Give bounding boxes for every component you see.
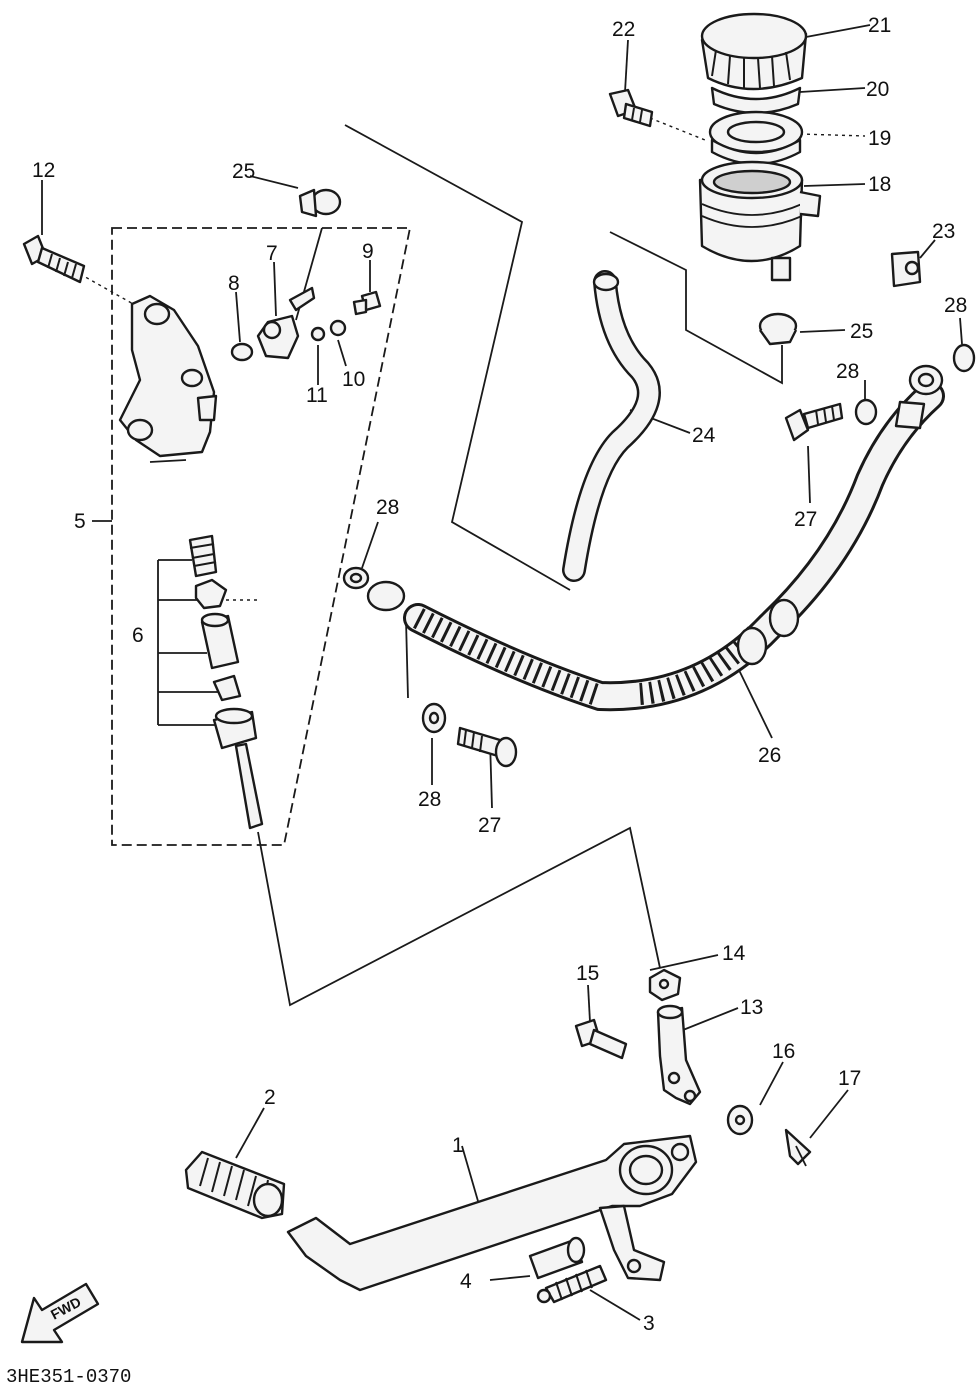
reservoir-tank-18 — [698, 160, 822, 282]
callout-16: 16 — [772, 1040, 795, 1063]
clip-23 — [890, 250, 922, 288]
cable-routing-outline-right — [609, 231, 783, 385]
pedal-rubber-2 — [184, 1150, 286, 1220]
bushing-4 — [528, 1236, 586, 1280]
callout-24: 24 — [692, 424, 716, 447]
brake-hose-26 — [366, 364, 945, 712]
callout-11: 11 — [306, 384, 328, 407]
callout-6: 6 — [132, 624, 144, 647]
cotter-pin-17 — [784, 1128, 812, 1167]
washer-10 — [329, 319, 347, 337]
diaphragm-plate-19 — [708, 110, 804, 166]
callout-26: 26 — [758, 744, 781, 767]
callout-27-lower: 27 — [478, 814, 501, 837]
callout-1: 1 — [452, 1134, 464, 1157]
callout-3: 3 — [643, 1312, 655, 1335]
hose-clamp-25-right — [758, 312, 798, 346]
washer-28-far-right — [952, 343, 976, 373]
callout-15: 15 — [576, 962, 599, 985]
callout-5: 5 — [74, 510, 86, 533]
spring-3 — [536, 1264, 608, 1304]
o-ring-8 — [230, 342, 254, 362]
drawing-code: 3HE351-0370 — [6, 1366, 131, 1388]
callout-28-far-right: 28 — [944, 294, 967, 317]
callout-10: 10 — [342, 368, 365, 391]
callout-28-center: 28 — [376, 496, 399, 519]
callout-9: 9 — [362, 240, 374, 263]
union-bolt-27-right — [784, 402, 844, 442]
callout-20: 20 — [866, 78, 889, 101]
callout-27-right: 27 — [794, 508, 817, 531]
callout-21: 21 — [868, 14, 891, 37]
washer-11 — [310, 326, 326, 342]
callout-28-lower: 28 — [418, 788, 441, 811]
callout-23: 23 — [932, 220, 955, 243]
reservoir-hose-24 — [562, 270, 661, 582]
washer-28-lower — [421, 702, 447, 734]
pushrod-link-outline — [257, 826, 661, 1007]
callout-2: 2 — [264, 1086, 276, 1109]
callout-4: 4 — [460, 1270, 472, 1293]
callout-7: 7 — [266, 242, 278, 265]
hose-joint-7 — [256, 286, 316, 360]
clevis-13 — [656, 1004, 702, 1106]
callout-labels: 1 2 3 4 5 6 7 8 9 10 11 12 13 14 15 16 1… — [32, 14, 967, 1335]
callout-18: 18 — [868, 173, 891, 196]
callout-12: 12 — [32, 159, 55, 182]
washer-28-center — [342, 566, 370, 590]
master-cylinder-assembly-outline — [111, 227, 412, 846]
piston-kit-6 — [188, 534, 264, 830]
callout-13: 13 — [740, 996, 763, 1019]
callout-8: 8 — [228, 272, 240, 295]
washer-28-mid-right — [854, 398, 878, 426]
washer-16 — [726, 1104, 754, 1136]
reservoir-cap-21 — [700, 12, 808, 91]
callout-25-top: 25 — [232, 160, 255, 183]
forward-direction-arrow: FWD — [20, 1282, 100, 1344]
screw-9 — [352, 290, 382, 316]
union-bolt-27-lower — [456, 726, 518, 768]
master-cylinder-body-5 — [118, 294, 218, 463]
pin-15 — [574, 1018, 628, 1060]
cable-routing-outline-left — [344, 124, 571, 591]
reservoir-diaphragm-20 — [710, 86, 802, 115]
callout-14: 14 — [722, 942, 746, 965]
brake-pedal-1 — [286, 1134, 698, 1292]
nut-14 — [648, 968, 682, 1002]
callout-28-mid-right: 28 — [836, 360, 859, 383]
callout-17: 17 — [838, 1067, 861, 1090]
bolt-22 — [608, 88, 654, 128]
callout-22: 22 — [612, 18, 635, 41]
callout-25-right: 25 — [850, 320, 873, 343]
hose-clamp-25-left — [298, 188, 342, 218]
union-bolt-12 — [22, 234, 86, 284]
callout-19: 19 — [868, 127, 891, 150]
